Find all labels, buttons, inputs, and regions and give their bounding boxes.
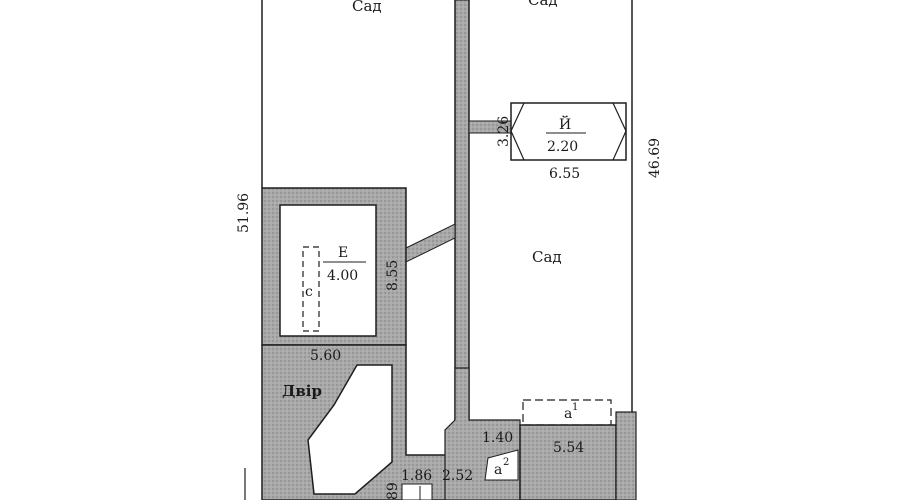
building-e-side-length: 8.55 xyxy=(385,260,401,291)
garden-label-middle: Сад xyxy=(532,248,562,266)
segment-3-length: 89 xyxy=(385,482,401,500)
porch-a2-width: 1.40 xyxy=(482,430,513,446)
yard-label: Двір xyxy=(282,382,322,400)
porch-a1-superscript: 1 xyxy=(572,402,578,413)
left-boundary-length: 51.96 xyxy=(236,193,252,233)
house-block xyxy=(519,424,617,500)
segment-1-length: 1.86 xyxy=(401,468,432,484)
shed-c-label: с xyxy=(305,284,313,300)
garden-label-top-right: Сад xyxy=(528,0,558,9)
porch-a2-superscript: 2 xyxy=(503,457,509,468)
porch-a1-letter: а xyxy=(564,406,572,422)
diagonal-path xyxy=(405,223,456,263)
building-y-width: 6.55 xyxy=(549,166,580,182)
porch-a2-letter: а xyxy=(494,462,502,478)
building-e-value: 4.00 xyxy=(327,268,358,284)
garden-label-top-left: Сад xyxy=(352,0,382,15)
building-y-letter: Й xyxy=(559,114,571,133)
building-e-letter: Е xyxy=(338,245,348,261)
door-box xyxy=(401,483,433,500)
building-y-value: 2.20 xyxy=(547,139,578,155)
right-boundary-length: 46.69 xyxy=(647,138,663,178)
building-y xyxy=(510,102,627,161)
yard-width: 5.60 xyxy=(310,348,341,364)
building-y-depth: 3.26 xyxy=(496,116,512,147)
central-fence xyxy=(454,0,470,421)
porch-a2-outline xyxy=(484,449,519,481)
segment-2-length: 2.52 xyxy=(442,468,473,484)
porch-a1-width: 5.54 xyxy=(553,440,584,456)
